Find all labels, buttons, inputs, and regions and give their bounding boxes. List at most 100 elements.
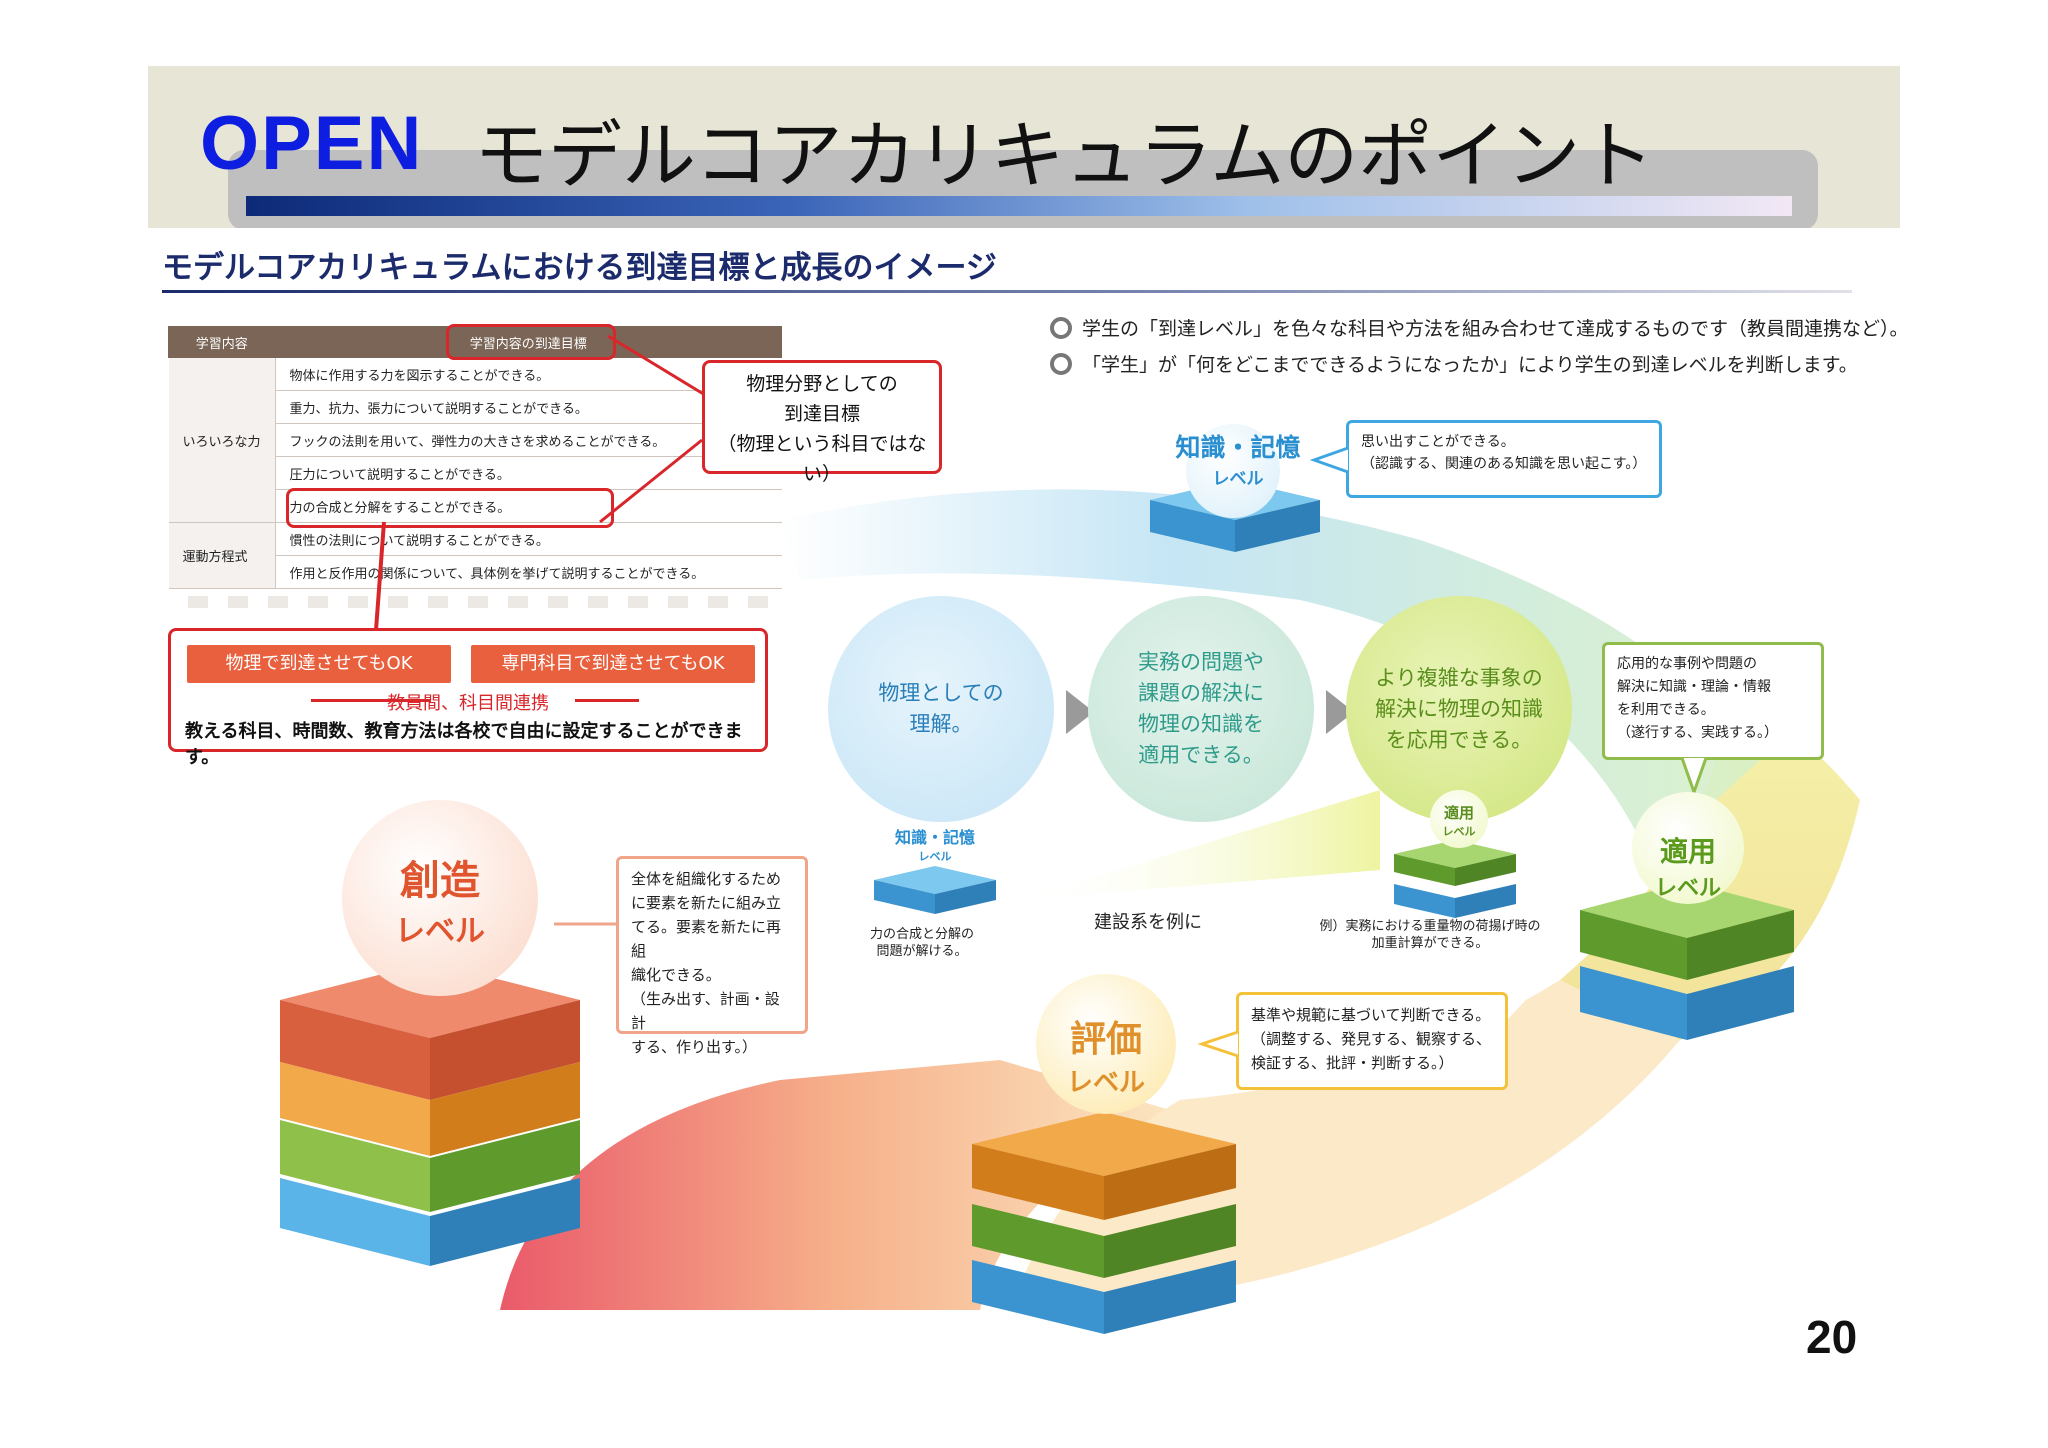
small-apply-block [1394, 840, 1516, 918]
level-suffix: レベル [1442, 825, 1476, 838]
table-header: 学習内容 [168, 326, 276, 358]
knowledge-callout-pointer [1310, 446, 1349, 474]
example-label: 建設系を例に [1094, 912, 1202, 933]
callout-line: 基準や規範に基づいて判断できる。 [1251, 1006, 1491, 1024]
table-row: 圧力について説明することができる。 [169, 456, 782, 490]
level-suffix: レベル [395, 914, 485, 949]
header-gradient-bar [246, 196, 1792, 216]
page-number: 20 [1806, 1311, 1858, 1363]
ok-label-physics: 物理で到達させてもOK [187, 645, 451, 683]
small-knowledge-caption: 力の合成と分解の 問題が解ける。 [852, 926, 992, 960]
create-level-block [280, 962, 580, 1266]
evaluate-level-label: 評価 レベル [1036, 1010, 1176, 1099]
circle-line: 解決に物理の知識 [1375, 696, 1543, 721]
level-name: 適用 [1659, 835, 1716, 868]
bullet-text: 学生の「到達レベル」を色々な科目や方法を組み合わせて達成するものです（教員間連携… [1082, 318, 1909, 340]
create-callout-pointer [554, 922, 616, 926]
create-level-orb [342, 800, 538, 996]
circle-line: 適用できる。 [1138, 743, 1264, 767]
table-row: いろいろな力 物体に作用する力を図示することができる。 [168, 357, 782, 523]
table-category: いろいろな力 [168, 357, 276, 523]
evaluate-callout-pointer [1198, 1030, 1239, 1058]
open-badge: OPEN [200, 101, 424, 186]
level-suffix: レベル [1066, 1068, 1145, 1098]
table-row: 力の合成と分解をすることができる。 [169, 489, 782, 523]
small-knowledge-label: 知識・記憶 レベル [880, 824, 990, 864]
callout-line: 物理分野としての [746, 373, 898, 395]
figure-subtitle: モデルコアカリキュラムにおける到達目標と成長のイメージ [162, 250, 997, 286]
circle-line: より複雑な事象の [1375, 665, 1543, 690]
understanding-circle: 物理としての 理解。 [828, 596, 1054, 822]
caption-line: 例）実務における重量物の荷揚げ時の [1319, 919, 1541, 934]
apply-desc-callout: 応用的な事例や問題の 解決に知識・理論・情報 を利用できる。 （遂行する、実践す… [1602, 642, 1824, 760]
table-header: 学習内容の到達目標 [274, 326, 782, 358]
header-bar [228, 150, 1818, 230]
table-row: 作用と反作用の関係について、具体例を挙げて説明することができる。 [169, 555, 782, 589]
small-apply-caption: 例）実務における重量物の荷揚げ時の 加重計算ができる。 [1300, 918, 1560, 952]
complex-apply-circle: より複雑な事象の 解決に物理の知識 を応用できる。 [1346, 596, 1572, 822]
ok-label-specialty: 専門科目で到達させてもOK [471, 645, 755, 683]
circle-line: 課題の解決に [1138, 681, 1264, 705]
level-name: 知識・記憶 [894, 828, 975, 847]
callout-line: （遂行する、実践する。） [1617, 725, 1778, 741]
table-category: 運動方程式 [168, 522, 276, 589]
circle-line: 物理としての [878, 681, 1004, 705]
level-name: 適用 [1443, 804, 1474, 822]
knowledge-level-label: 知識・記憶 レベル [1168, 428, 1308, 489]
evaluate-desc-callout: 基準や規範に基づいて判断できる。 （調整する、発見する、観察する、 検証する、批… [1236, 992, 1508, 1090]
caption-line: 加重計算ができる。 [1371, 936, 1489, 951]
table-cell: 慣性の法則について説明することができる。 [275, 522, 782, 556]
slide-title: モデルコアカリキュラムのポイント [474, 113, 1655, 199]
liaison-bar-right [575, 699, 639, 702]
physics-goal-callout: 物理分野としての 到達目標 （物理という科目ではない） [702, 360, 942, 485]
callout-line: （物理という科目ではない） [717, 433, 927, 485]
table-cell: 重力、抗力、張力について説明することができる。 [275, 390, 782, 424]
callout-line: する、作り出す。） [631, 1038, 758, 1056]
callout-line: 到達目標 [783, 403, 860, 425]
apply-level-label: 適用 レベル [1626, 830, 1750, 902]
apply-problem-circle: 実務の問題や 課題の解決に 物理の知識を 適用できる。 [1088, 596, 1314, 822]
table-cell: 物体に作用する力を図示することができる。 [275, 357, 782, 391]
small-apply-label: 適用 レベル [1414, 802, 1504, 839]
subtitle-rule [162, 290, 1852, 293]
level-name: 評価 [1069, 1019, 1142, 1060]
caption-line: 力の合成と分解の [869, 927, 974, 942]
knowledge-desc-callout: 思い出すことができる。 （認識する、関連のある知識を思い起こす。） [1346, 420, 1662, 498]
caption-line: 問題が解ける。 [876, 944, 968, 959]
callout-line: 応用的な事例や問題の [1617, 656, 1757, 672]
create-desc-callout: 全体を組織化するため に要素を新たに組み立 てる。要素を新たに再組 織化できる。… [616, 856, 808, 1056]
table-cell: フックの法則を用いて、弾性力の大きさを求めることができる。 [275, 423, 782, 457]
callout-line: （生み出す、計画・設計 [631, 990, 780, 1032]
callout-line: に要素を新たに組み立 [631, 894, 782, 912]
table-cell: 力の合成と分解をすることができる。 [275, 489, 782, 523]
level-suffix: レベル [918, 850, 952, 863]
freedom-note: 教える科目、時間数、教育方法は各校で自由に設定することができます。 [185, 721, 743, 768]
callout-line: 全体を組織化するため [631, 870, 782, 888]
circle-line: 実務の問題や [1138, 650, 1264, 674]
bullet-ring-icon [1050, 352, 1072, 375]
liaison-label: 教員間、科目間連携 [387, 693, 549, 714]
table-cell: 作用と反作用の関係について、具体例を挙げて説明することができる。 [275, 555, 782, 589]
callout-line: 思い出すことができる。 [1361, 434, 1515, 450]
callout-line: 解決に知識・理論・情報 [1617, 679, 1771, 695]
apply-level-orb [1632, 792, 1744, 904]
table-row: 重力、抗力、張力について説明することができる。 [169, 390, 782, 424]
callout-line: （調整する、発見する、観察する、 [1251, 1030, 1492, 1048]
circle-line: を応用できる。 [1385, 727, 1533, 752]
table-row: 運動方程式 慣性の法則について説明することができる。 [168, 522, 782, 589]
small-apply-orb [1430, 790, 1488, 848]
table-cell: 圧力について説明することができる。 [275, 456, 782, 490]
evaluate-level-block [972, 1112, 1236, 1334]
learning-goals-table: 学習内容 学習内容の到達目標 いろいろな力 物体に作用する力を図示することができ… [168, 326, 782, 589]
teaching-freedom-panel: 物理で到達させてもOK 専門科目で到達させてもOK 教員間、科目間連携 教える科… [168, 628, 768, 768]
table-row: フックの法則を用いて、弾性力の大きさを求めることができる。 [169, 423, 782, 457]
bullet-1: 学生の「到達レベル」を色々な科目や方法を組み合わせて達成するものです（教員間連携… [1050, 314, 1909, 341]
callout-line: （認識する、関連のある知識を思い起こす。） [1361, 456, 1647, 472]
table-torn-edge [168, 596, 782, 608]
liaison-bar-left [311, 699, 431, 702]
bullet-ring-icon [1050, 316, 1072, 339]
evaluate-level-orb [1036, 974, 1176, 1114]
small-knowledge-block [874, 866, 996, 914]
apply-callout-pointer [1680, 757, 1708, 796]
